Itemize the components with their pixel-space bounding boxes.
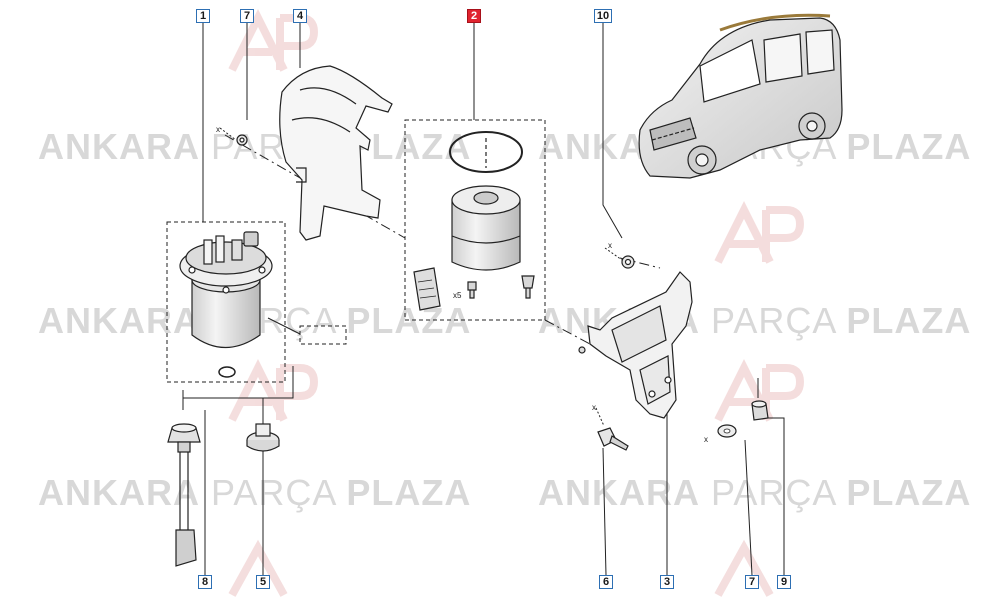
ap-logo-icon [228, 359, 319, 422]
callout-6[interactable]: 6 [599, 575, 613, 589]
callout-2[interactable]: 2 [467, 9, 481, 23]
vehicle-illustration [638, 13, 843, 179]
callout-3[interactable]: 3 [660, 575, 674, 589]
quantity-marker: x5 [453, 291, 462, 300]
bolt [597, 427, 629, 451]
filter-element-kit [413, 131, 535, 311]
screw-top [236, 134, 248, 146]
torque-marker: x [216, 125, 220, 134]
callout-10[interactable]: 10 [594, 9, 612, 23]
filter-kit-box [404, 119, 546, 321]
ap-logo-icon [714, 201, 805, 264]
filter-assembly-box [166, 221, 286, 383]
heat-shield [279, 65, 393, 241]
callout-7-top[interactable]: 7 [240, 9, 254, 23]
callout-8[interactable]: 8 [198, 575, 212, 589]
watermark-text: ANKARA PARÇA PLAZA [538, 472, 972, 513]
torque-marker: x [608, 241, 612, 250]
ap-logo-icon [228, 539, 774, 597]
callout-4[interactable]: 4 [293, 9, 307, 23]
o-ring-seal [218, 366, 236, 378]
callout-7-bottom[interactable]: 7 [745, 575, 759, 589]
nut [751, 400, 769, 421]
water-sensor-wire [167, 423, 201, 567]
watermark-text: ANKARA PARÇA PLAZA [38, 472, 472, 513]
screw-right [621, 255, 635, 269]
washer-hole [723, 428, 731, 434]
mounting-bracket [578, 271, 693, 419]
torque-marker: x [592, 403, 596, 412]
screw-axis [219, 127, 237, 141]
screw-axis [604, 247, 623, 261]
torque-marker: x [704, 435, 708, 444]
callout-1[interactable]: 1 [196, 9, 210, 23]
assembly-axis-line [224, 134, 661, 361]
fuel-filter-housing [179, 231, 273, 348]
reference-box [299, 325, 347, 345]
callout-5[interactable]: 5 [256, 575, 270, 589]
ap-logo-icon [228, 9, 319, 72]
callout-9[interactable]: 9 [777, 575, 791, 589]
reference-leader [267, 317, 301, 335]
drain-valve [246, 423, 280, 452]
bolt-axis [595, 407, 605, 427]
